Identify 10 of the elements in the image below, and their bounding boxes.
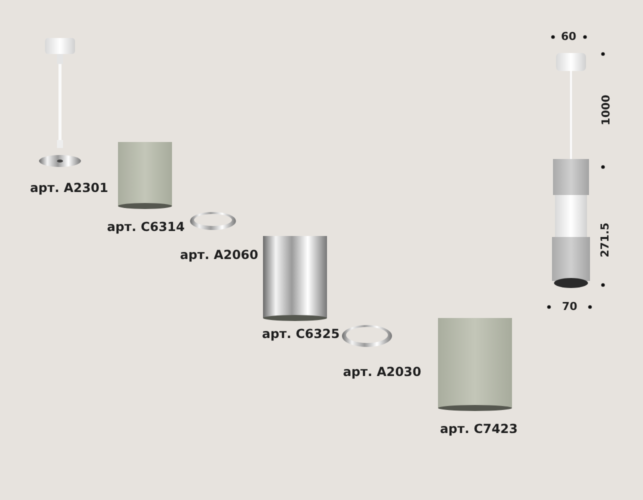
article-number: арт. C6314 <box>107 220 185 234</box>
article-number: арт. A2060 <box>180 248 258 262</box>
article-number: арт. A2301 <box>30 181 108 195</box>
article-number: арт. C6325 <box>262 327 340 341</box>
dimension-value: 271.5 <box>598 222 612 258</box>
article-number: арт. A2030 <box>343 365 422 379</box>
dimension-value: 70 <box>562 300 578 314</box>
dimension-value: 60 <box>561 30 576 44</box>
dimension-value: 1000 <box>599 94 614 126</box>
article-number: арт. C7423 <box>440 422 518 436</box>
